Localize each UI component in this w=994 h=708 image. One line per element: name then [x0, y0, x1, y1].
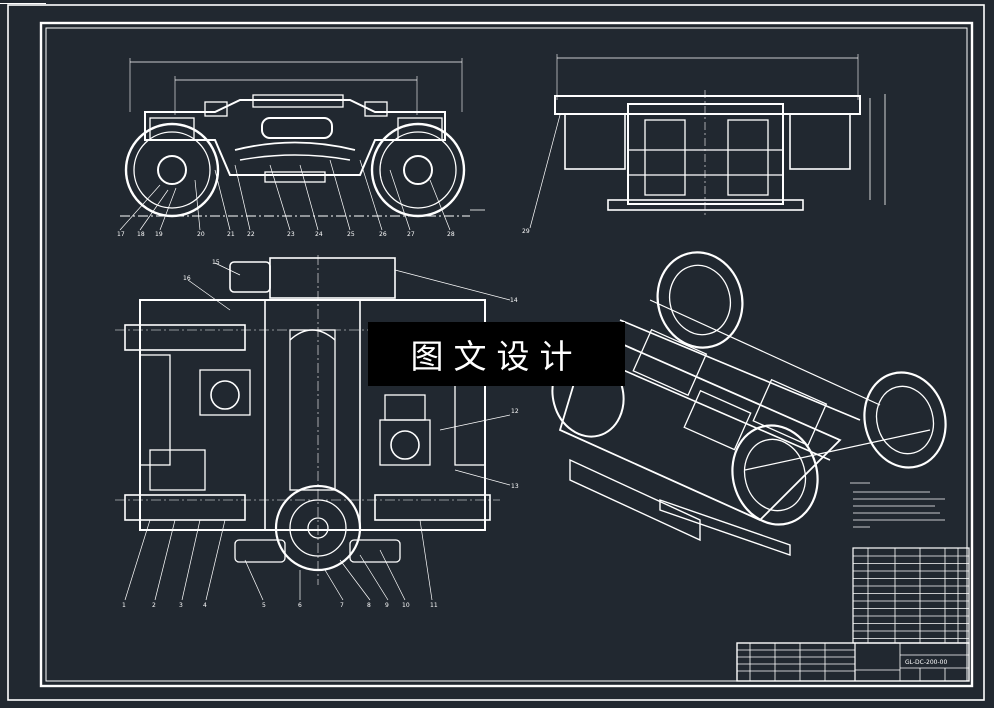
callout-15: 15 — [212, 259, 220, 266]
sheet-inner-border — [39, 21, 974, 688]
callout-1: 1 — [122, 602, 126, 609]
technical-notes — [850, 482, 945, 528]
callout-9: 9 — [385, 602, 389, 609]
callout-7: 7 — [340, 602, 344, 609]
watermark-banner: 图文设计 — [368, 322, 625, 386]
callout-12: 12 — [511, 408, 519, 415]
callout-4: 4 — [203, 602, 207, 609]
callout-28: 28 — [447, 231, 455, 238]
callout-23: 23 — [287, 231, 295, 238]
title-block — [736, 642, 970, 682]
callout-18: 18 — [137, 231, 145, 238]
parts-list-table — [852, 547, 970, 644]
end-view — [529, 54, 886, 229]
sheet-corner-tab — [0, 0, 46, 4]
callout-16: 16 — [183, 275, 191, 282]
drawing-frame — [45, 27, 968, 682]
watermark-text: 图文设计 — [410, 337, 583, 376]
callout-3: 3 — [179, 602, 183, 609]
callout-14: 14 — [510, 297, 518, 304]
callout-17: 17 — [117, 231, 125, 238]
callout-6: 6 — [298, 602, 302, 609]
drawing-number: GL-DC-200-00 — [905, 659, 947, 666]
sheet-outer-border — [7, 4, 985, 701]
callout-27: 27 — [407, 231, 415, 238]
callout-5: 5 — [262, 602, 266, 609]
callout-11: 11 — [430, 602, 438, 609]
isometric-view — [551, 251, 947, 556]
callout-25: 25 — [347, 231, 355, 238]
side-view — [119, 58, 485, 231]
callout-26: 26 — [379, 231, 387, 238]
callout-21: 21 — [227, 231, 235, 238]
callout-19: 19 — [155, 231, 163, 238]
plan-view — [115, 255, 511, 601]
callout-13: 13 — [511, 483, 519, 490]
callout-8: 8 — [367, 602, 371, 609]
callout-10: 10 — [402, 602, 410, 609]
callout-24: 24 — [315, 231, 323, 238]
callout-2: 2 — [152, 602, 156, 609]
callout-29: 29 — [522, 228, 530, 235]
callout-22: 22 — [247, 231, 255, 238]
callout-20: 20 — [197, 231, 205, 238]
